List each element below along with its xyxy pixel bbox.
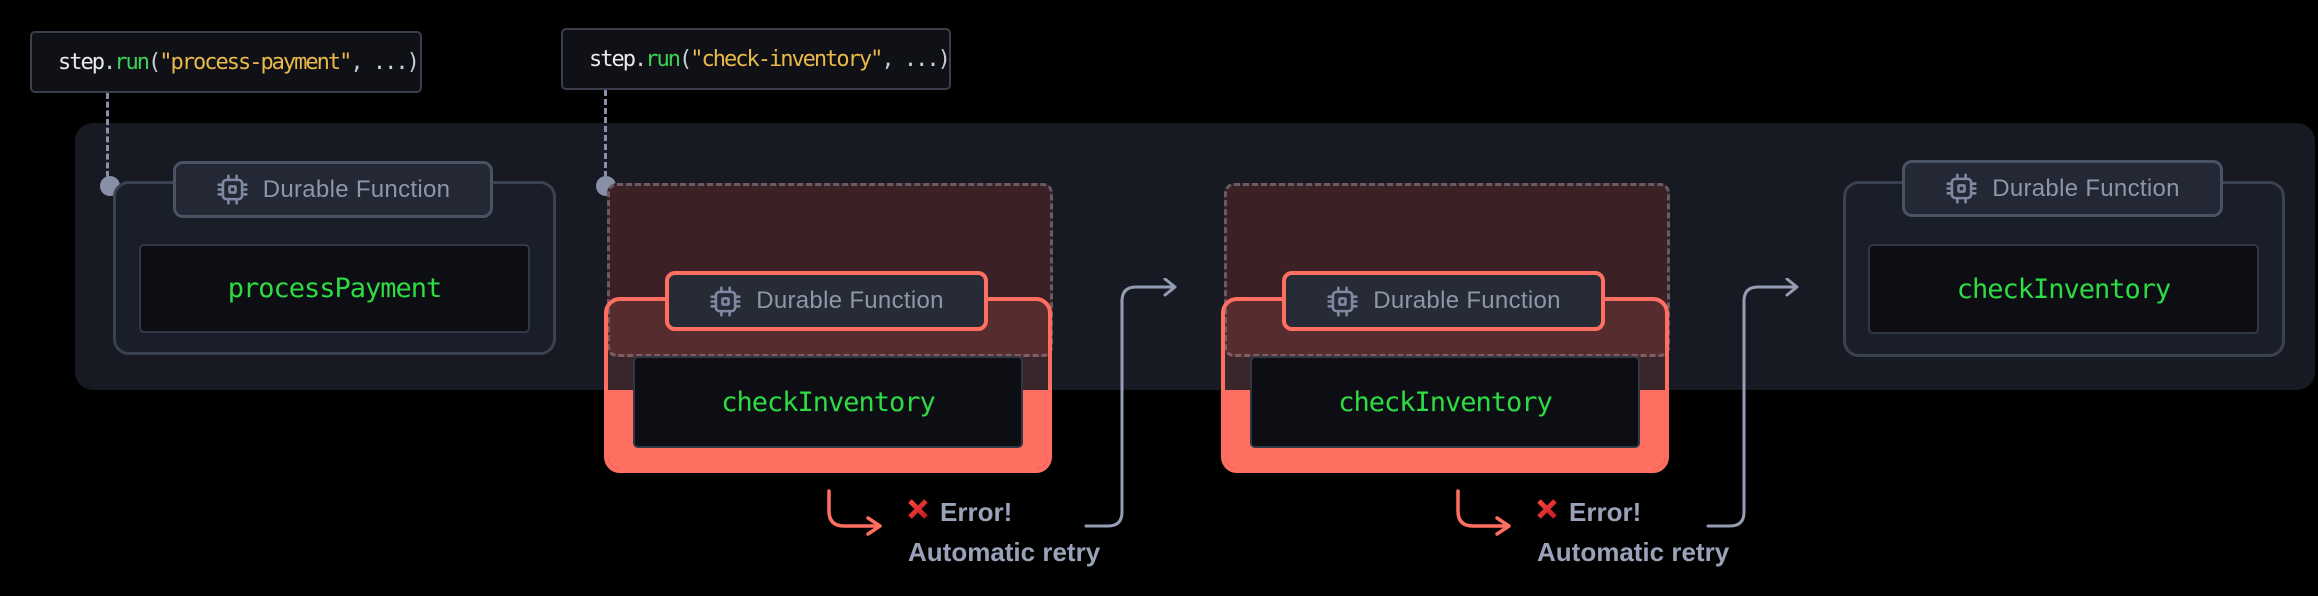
cpu-chip-icon [1946, 173, 1977, 204]
code-method: run [114, 49, 150, 75]
code-string-arg: "process-payment" [159, 49, 352, 75]
code-object: step [58, 49, 105, 75]
code-dot: . [633, 46, 647, 72]
function-name-box-check-inventory-final: checkInventory [1868, 244, 2259, 334]
function-name: processPayment [227, 273, 443, 304]
function-name-box-check-inventory-1: checkInventory [633, 356, 1023, 448]
code-string-arg: "check-inventory" [690, 46, 883, 72]
cpu-chip-icon [710, 285, 741, 317]
durable-function-label: Durable Function [1992, 174, 2180, 202]
automatic-retry-label-2: Automatic retry [1537, 537, 1730, 567]
cpu-chip-icon [217, 174, 248, 205]
code-snippet-process-payment: step.run("process-payment", ...) [58, 49, 420, 75]
tooltip-leader-line-2 [604, 90, 607, 177]
automatic-retry-label-1: Automatic retry [908, 537, 1101, 567]
durable-function-label: Durable Function [262, 175, 451, 203]
code-tail: , ...) [881, 46, 950, 72]
code-dot: . [102, 49, 116, 75]
code-paren: ( [147, 49, 161, 75]
tooltip-leader-line-1 [106, 93, 109, 177]
durable-function-badge-error-1: Durable Function [665, 271, 988, 331]
code-paren: ( [678, 46, 692, 72]
code-tooltip-check-inventory: step.run("check-inventory", ...) [561, 28, 951, 90]
code-tail: , ...) [350, 49, 419, 75]
code-tooltip-process-payment: step.run("process-payment", ...) [30, 31, 422, 93]
error-label-1: Error! [940, 497, 1013, 527]
durable-function-label: Durable Function [756, 287, 944, 314]
error-arrow-2 [1456, 489, 1511, 536]
function-name: checkInventory [1338, 386, 1553, 418]
durable-function-badge-4: Durable Function [1902, 160, 2223, 217]
code-object: step [589, 46, 636, 72]
durable-function-label: Durable Function [1373, 287, 1561, 314]
durable-function-badge-1: Durable Function [173, 161, 493, 218]
function-name-box-process-payment: processPayment [139, 244, 530, 333]
code-method: run [645, 46, 681, 72]
function-name: checkInventory [721, 386, 936, 418]
error-arrow-1 [827, 489, 882, 536]
retry-connector-1 [1084, 278, 1177, 528]
cpu-chip-icon [1327, 285, 1358, 317]
error-label-2: Error! [1569, 497, 1642, 527]
code-snippet-check-inventory: step.run("check-inventory", ...) [589, 46, 951, 72]
error-x-icon-1 [908, 499, 928, 519]
durable-function-badge-error-2: Durable Function [1282, 271, 1605, 331]
function-name: checkInventory [1956, 273, 2172, 305]
function-name-box-check-inventory-2: checkInventory [1250, 356, 1640, 448]
retry-connector-2 [1706, 278, 1799, 528]
error-x-icon-2 [1537, 499, 1557, 519]
